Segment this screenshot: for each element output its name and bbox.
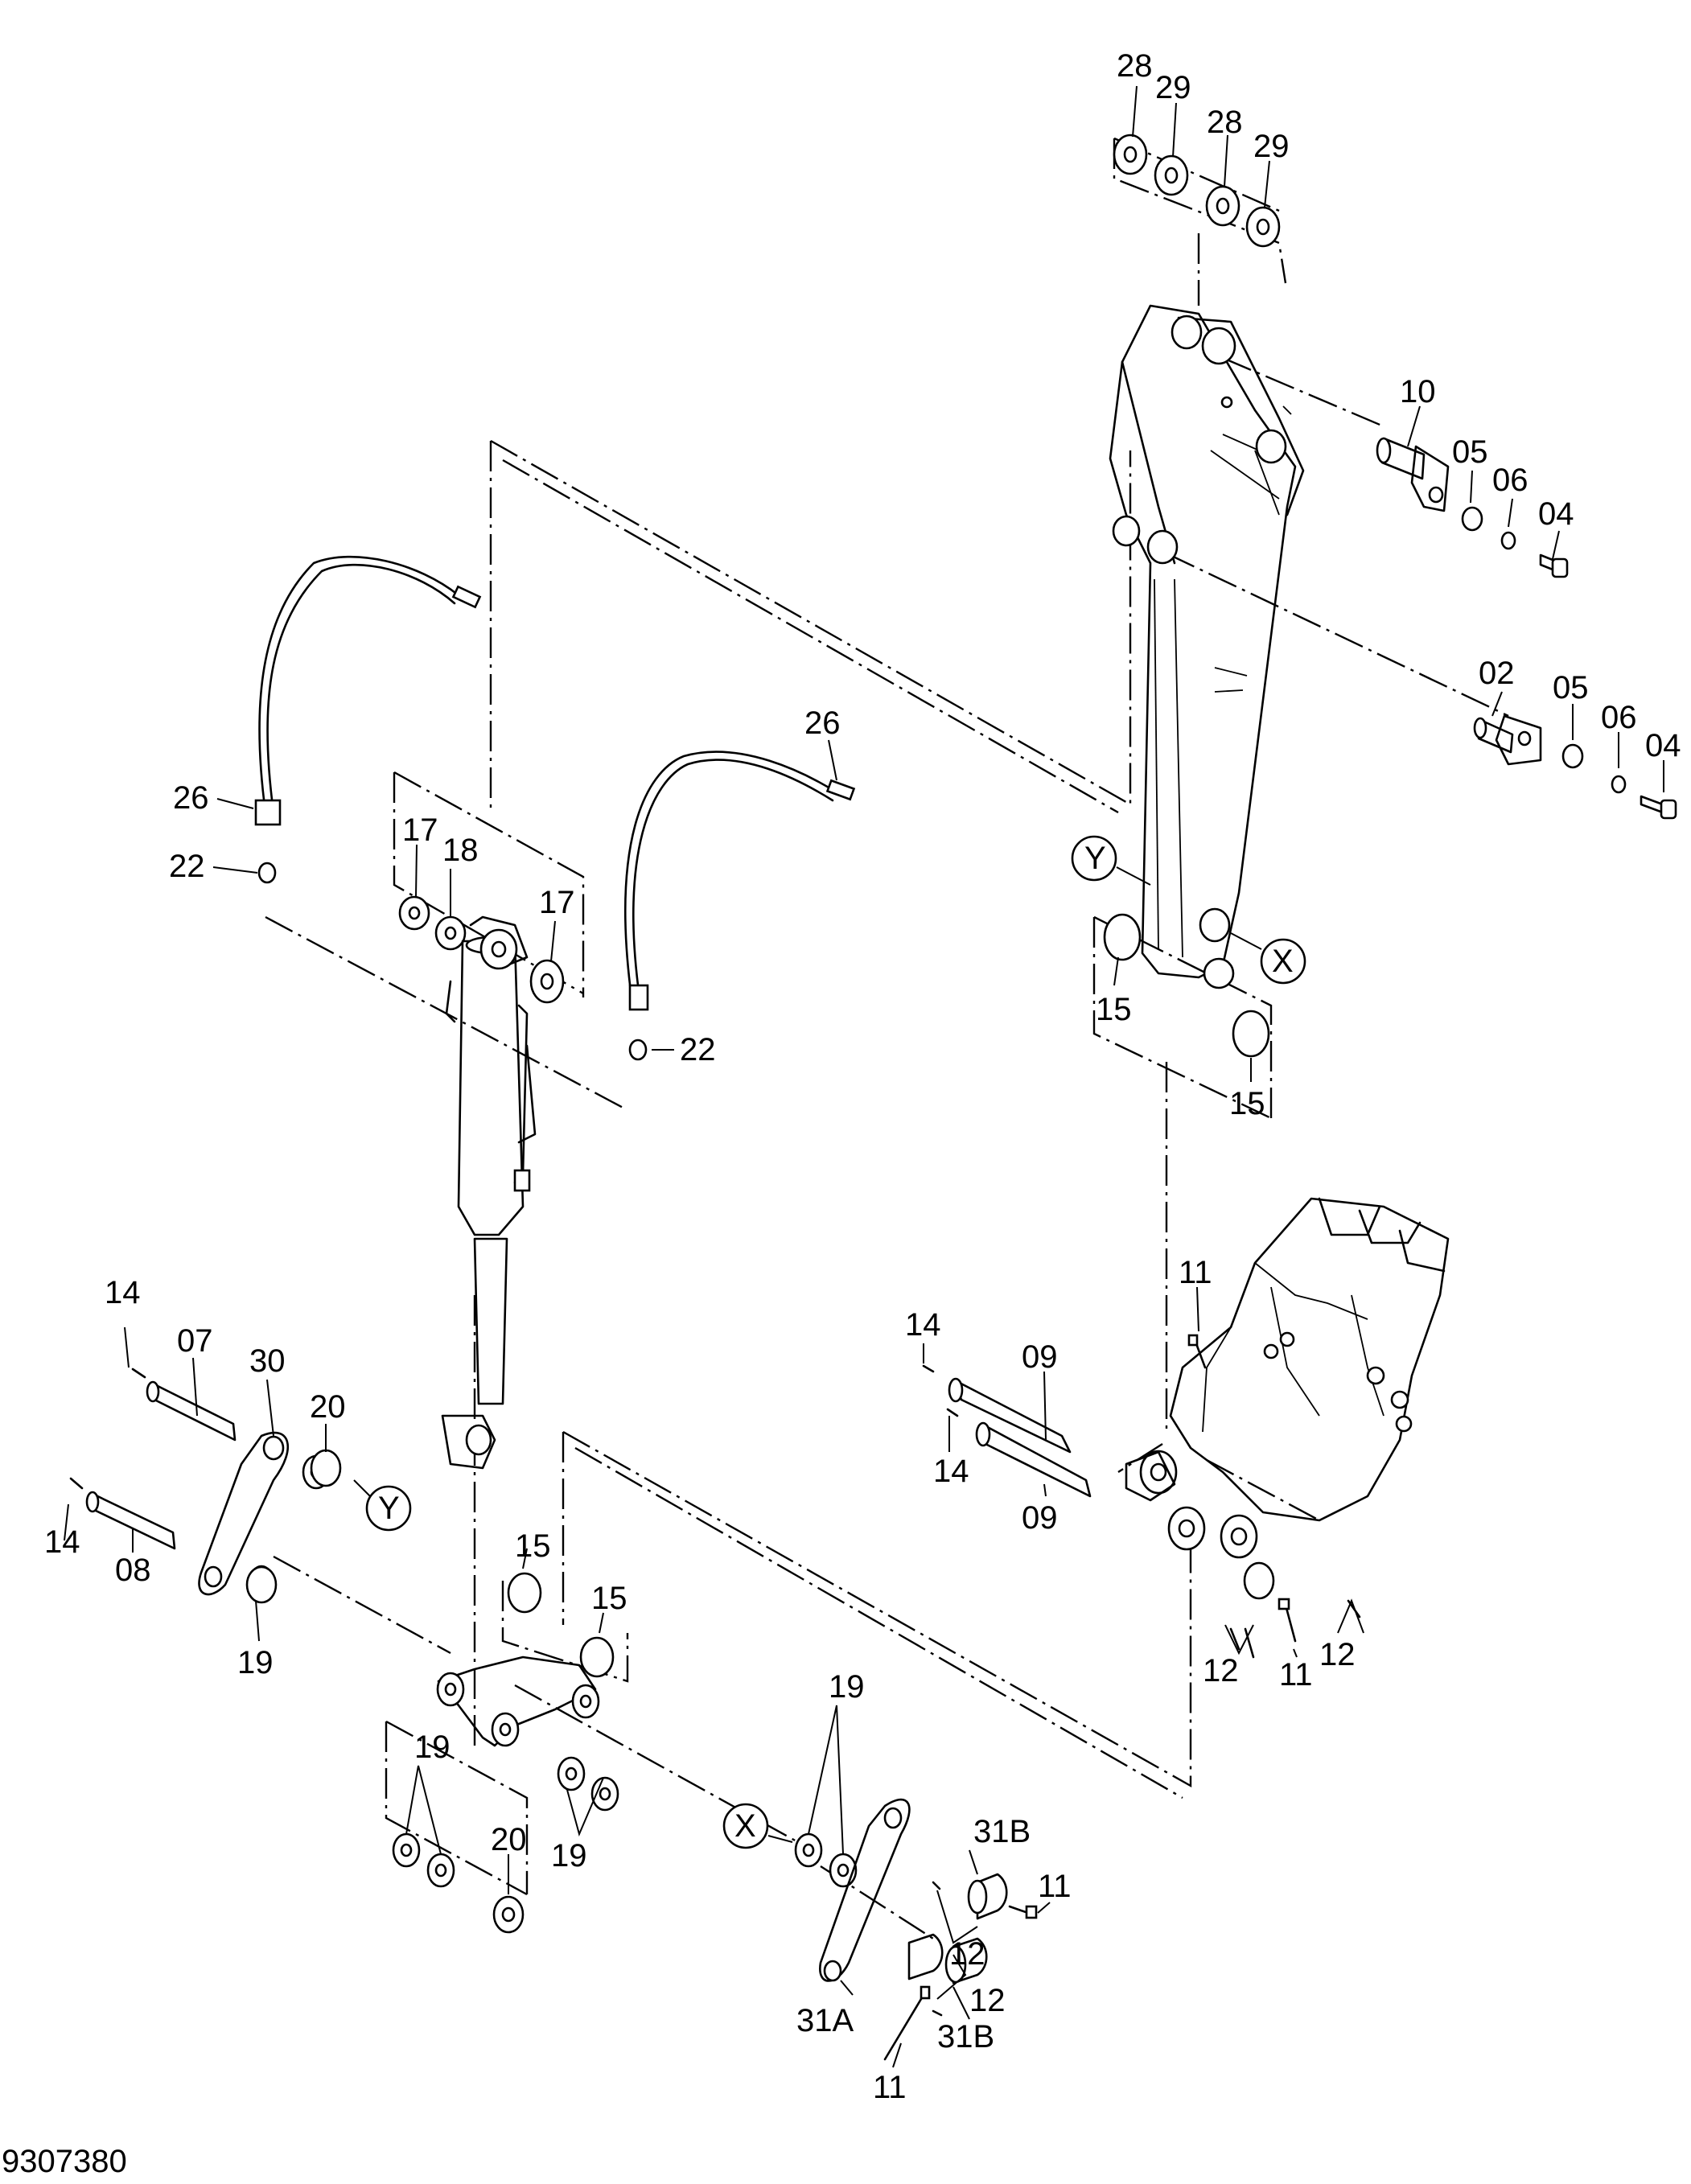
- assembly-chain-lines: [265, 137, 1509, 1940]
- callout-label: Y: [1084, 841, 1106, 876]
- callout-label: 29: [1253, 129, 1290, 164]
- callout-label: 15: [1096, 992, 1132, 1027]
- callout-label: 29: [1155, 70, 1191, 105]
- callout-label: 15: [1229, 1086, 1265, 1121]
- callout-label: X: [734, 1808, 756, 1844]
- callout-label: 06: [1492, 463, 1528, 498]
- callout-label: 09: [1022, 1339, 1058, 1375]
- callout-label: 06: [1601, 700, 1637, 735]
- callout-label: 12: [969, 1983, 1006, 2018]
- callout-label: 26: [804, 705, 841, 741]
- callout-label: 31B: [973, 1814, 1031, 1849]
- callout-label: 11: [873, 2070, 907, 2105]
- hoses: [254, 555, 856, 1061]
- callout-label: 12: [1203, 1653, 1239, 1688]
- callout-label: 19: [829, 1669, 865, 1705]
- callout-label: 20: [491, 1822, 527, 1857]
- callout-label: 11: [1038, 1869, 1072, 1904]
- bucket: [1125, 1197, 1450, 1600]
- callout-labels: 28 29 28 29 10 05 06 04 02 05 06 04 Y X …: [44, 48, 1681, 2105]
- callout-label: 05: [1452, 434, 1488, 470]
- callout-label: 17: [402, 812, 438, 848]
- callout-label: 11: [1279, 1657, 1313, 1692]
- callout-label: 05: [1553, 670, 1589, 705]
- callout-label: 12: [949, 1936, 985, 1972]
- callout-label: 20: [310, 1389, 346, 1425]
- reference-bubbles: [365, 835, 1306, 1849]
- bucket-cylinder: [441, 915, 537, 1470]
- callout-label: 28: [1117, 48, 1153, 84]
- callout-label: 22: [680, 1032, 716, 1067]
- callout-label: 31B: [937, 2019, 994, 2054]
- leader-lines: [64, 85, 1664, 2068]
- callout-label: 15: [591, 1581, 627, 1616]
- callout-label: 19: [237, 1645, 274, 1680]
- drawing-number: 9307380: [2, 2144, 127, 2179]
- callout-label: 14: [933, 1454, 969, 1489]
- callout-label: 19: [414, 1730, 451, 1765]
- callout-label: 22: [169, 849, 205, 884]
- link-pins: [69, 1368, 331, 1597]
- bucket-pins: [922, 1334, 1361, 1659]
- callout-label: 09: [1022, 1500, 1058, 1536]
- callout-label: 30: [249, 1343, 286, 1379]
- callout-label: 02: [1479, 656, 1515, 691]
- side-link: [819, 1798, 1038, 2061]
- upper-pin-hardware: [1376, 437, 1677, 820]
- callout-label: 26: [173, 780, 209, 816]
- bucket-link: [436, 1572, 615, 1747]
- cylinder-washers: [398, 895, 565, 1004]
- top-washers: [1113, 134, 1281, 248]
- callout-label: 04: [1645, 728, 1681, 763]
- callout-label: 28: [1207, 105, 1243, 140]
- callout-label: 15: [515, 1528, 551, 1564]
- callout-label: X: [1272, 944, 1294, 979]
- callout-label: Y: [378, 1491, 400, 1526]
- callout-label: 11: [1179, 1255, 1212, 1290]
- callout-label: 10: [1400, 374, 1436, 409]
- callout-label: 19: [551, 1838, 587, 1873]
- callout-label: 17: [539, 885, 575, 920]
- callout-label: 07: [177, 1323, 213, 1359]
- arm-snap-rings: [1103, 913, 1270, 1058]
- callout-label: 18: [442, 833, 479, 868]
- callout-label: 14: [105, 1275, 141, 1310]
- callout-label: 12: [1319, 1637, 1356, 1672]
- callout-label: 14: [44, 1524, 80, 1560]
- callout-label: 04: [1538, 496, 1574, 532]
- arm-assembly: [1109, 304, 1305, 989]
- callout-label: 14: [905, 1307, 941, 1343]
- callout-label: 08: [115, 1553, 151, 1588]
- callout-label: 31A: [796, 2003, 854, 2038]
